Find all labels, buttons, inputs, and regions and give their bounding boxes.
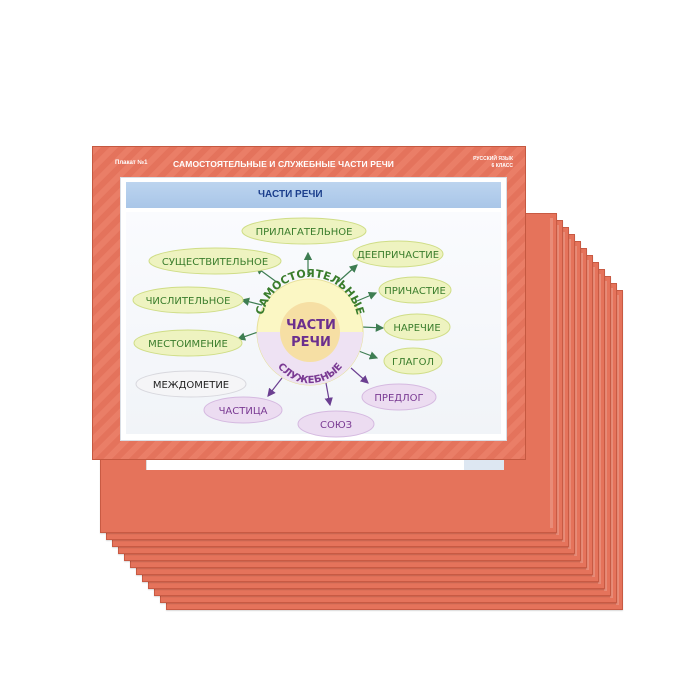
node-noun: СУЩЕСТВИТЕЛЬНОЕ	[148, 247, 282, 275]
arrow-to-gerund	[337, 264, 358, 283]
node-preposition: ПРЕДЛОГ	[361, 383, 437, 411]
node-label: ГЛАГОЛ	[392, 357, 434, 368]
independent-parts: ПРИЛАГАТЕЛЬНОЕ ДЕЕПРИЧАСТИЕ ПРИЧАСТИЕ НА…	[132, 217, 452, 375]
node-label: СОЮЗ	[320, 420, 352, 431]
node-adverb: НАРЕЧИЕ	[383, 313, 451, 341]
arrow-to-participle	[356, 291, 378, 302]
node-verb: ГЛАГОЛ	[383, 347, 443, 375]
node-conjunction: СОЮЗ	[297, 410, 375, 438]
poster-subject: РУССКИЙ ЯЗЫК 6 КЛАСС	[473, 156, 513, 170]
arrow-to-conjunction	[324, 382, 333, 407]
center-node: ЧАСТИ РЕЧИ САМОСТОЯТЕЛЬНЫЕ СЛУЖЕБНЫЕ	[253, 267, 367, 387]
node-gerund: ДЕЕПРИЧАСТИЕ	[352, 240, 444, 268]
poster-header: Плакат №1 САМОСТОЯТЕЛЬНЫЕ И СЛУЖЕБНЫЕ ЧА…	[93, 155, 525, 177]
arrow-to-particle	[267, 377, 283, 397]
node-participle: ПРИЧАСТИЕ	[378, 276, 452, 304]
node-particle: ЧАСТИЦА	[203, 396, 283, 424]
node-interjection: МЕЖДОМЕТИЕ	[135, 370, 247, 398]
node-adjective: ПРИЛАГАТЕЛЬНОЕ	[241, 217, 367, 245]
node-label: ДЕЕПРИЧАСТИЕ	[357, 250, 439, 261]
node-label: МЕСТОИМЕНИЕ	[148, 339, 228, 350]
subject-line: РУССКИЙ ЯЗЫК	[473, 156, 513, 162]
arrow-to-numeral	[240, 297, 263, 306]
center-text-bottom: РЕЧИ	[291, 335, 331, 350]
arrow-to-preposition	[350, 367, 369, 384]
node-numeral: ЧИСЛИТЕЛЬНОЕ	[132, 286, 244, 314]
second-sheet-white-edge	[146, 458, 504, 470]
node-label: НАРЕЧИЕ	[393, 323, 440, 334]
service-parts: ПРЕДЛОГ СОЮЗ ЧАСТИЦА	[203, 383, 437, 438]
node-label: ЧАСТИЦА	[219, 406, 268, 417]
panel-title: ЧАСТИ РЕЧИ	[258, 189, 323, 200]
panel-header: ЧАСТИ РЕЧИ	[126, 182, 501, 208]
node-label: ПРИЛАГАТЕЛЬНОЕ	[256, 227, 353, 238]
grade-line: 6 КЛАСС	[491, 163, 513, 169]
arrow-to-adverb	[361, 323, 385, 332]
center-text-top: ЧАСТИ	[286, 318, 336, 333]
poster-number: Плакат №1	[115, 160, 148, 166]
node-label: СУЩЕСТВИТЕЛЬНОЕ	[162, 257, 268, 268]
node-label: ЧИСЛИТЕЛЬНОЕ	[146, 296, 231, 307]
node-label: ПРИЧАСТИЕ	[384, 286, 446, 297]
node-pronoun: МЕСТОИМЕНИЕ	[133, 329, 243, 357]
node-label: МЕЖДОМЕТИЕ	[153, 380, 229, 391]
node-label: ПРЕДЛОГ	[374, 393, 423, 404]
arrow-to-pronoun	[236, 331, 259, 341]
poster-title: САМОСТОЯТЕЛЬНЫЕ И СЛУЖЕБНЫЕ ЧАСТИ РЕЧИ	[173, 159, 395, 169]
